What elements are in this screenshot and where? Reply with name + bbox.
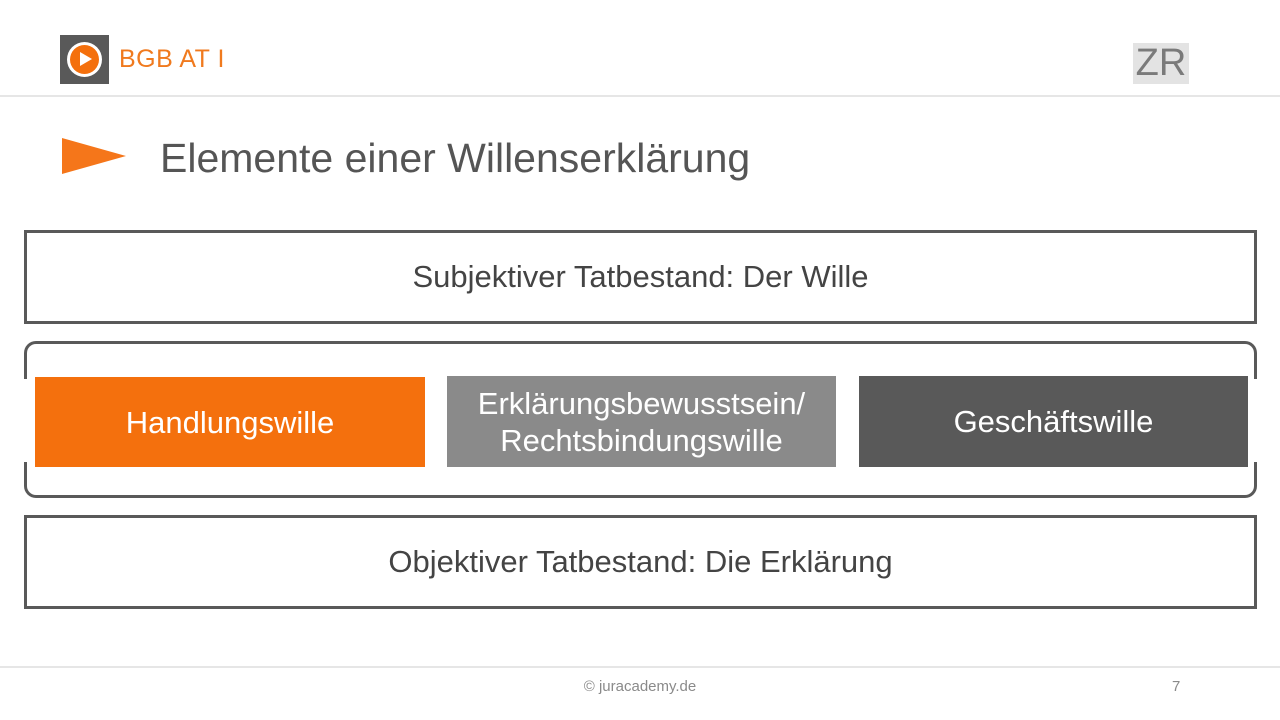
objective-label: Objektiver Tatbestand: Die Erklärung	[388, 544, 893, 579]
element-label: Handlungswille	[125, 404, 335, 440]
bracket-top	[24, 341, 1257, 379]
element-erklaerungsbewusstsein: Erklärungsbewusstsein/ Rechtsbindungswil…	[447, 376, 836, 467]
element-label: Geschäftswille	[953, 404, 1154, 439]
slide-title: Elemente einer Willenserklärung	[160, 135, 751, 181]
subjective-label: Subjektiver Tatbestand: Der Wille	[412, 259, 869, 294]
subject-badge: ZR	[1133, 43, 1189, 84]
page-number: 7	[1172, 678, 1181, 695]
course-title: BGB AT I	[119, 45, 225, 73]
logo-play-icon	[60, 35, 109, 84]
header-divider	[0, 95, 1280, 97]
element-geschaeftswille: Geschäftswille	[859, 376, 1248, 467]
play-icon	[80, 52, 92, 66]
copyright: © juracademy.de	[583, 678, 697, 695]
element-label-line2: Rechtsbindungswille	[500, 422, 783, 458]
bracket-bottom	[24, 462, 1257, 498]
element-label-line1: Erklärungsbewusstsein/	[477, 385, 806, 421]
element-handlungswille: Handlungswille	[35, 377, 425, 467]
arrow-pointer-icon	[62, 138, 126, 174]
footer-divider	[0, 666, 1280, 668]
subjective-box: Subjektiver Tatbestand: Der Wille	[24, 230, 1257, 324]
objective-box: Objektiver Tatbestand: Die Erklärung	[24, 515, 1257, 609]
